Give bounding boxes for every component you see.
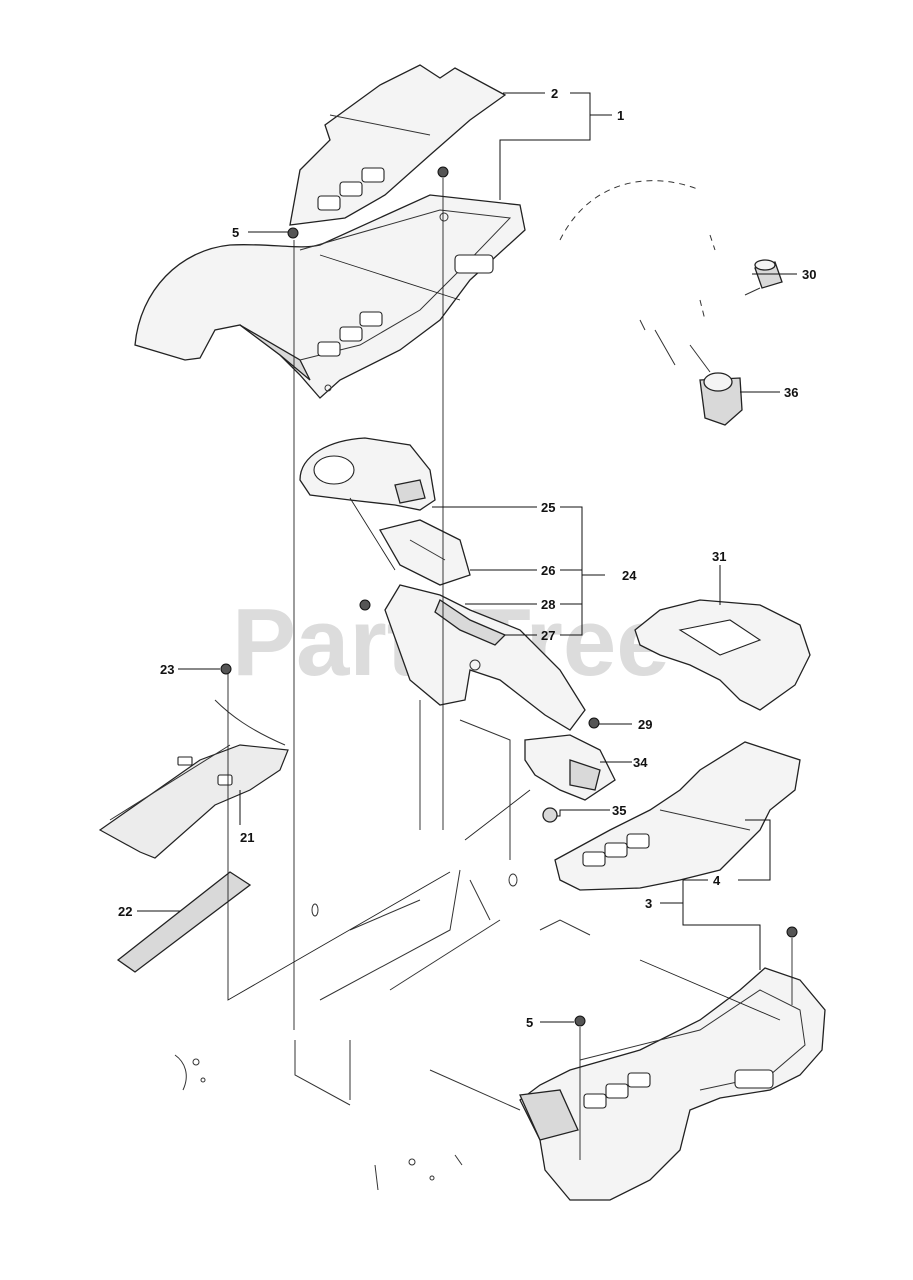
arc-outline xyxy=(559,180,716,366)
callout-35: 35 xyxy=(612,803,626,818)
callout-1: 1 xyxy=(617,108,624,123)
part-26-plate[interactable] xyxy=(379,519,471,586)
callout-36: 36 xyxy=(784,385,798,400)
screw-5-top[interactable] xyxy=(287,166,449,239)
part-1-top-fender[interactable] xyxy=(134,194,526,399)
callout-31: 31 xyxy=(712,549,726,564)
screw-5-bottom[interactable] xyxy=(574,926,798,1027)
leader-lines xyxy=(137,92,797,1023)
callout-30: 30 xyxy=(802,267,816,282)
part-25-console-top[interactable] xyxy=(299,437,436,571)
part-2-top-pad[interactable] xyxy=(289,64,507,226)
callout-labels: 2 1 5 30 36 25 31 26 24 28 27 23 29 34 3… xyxy=(118,86,816,1030)
part-31-cover[interactable] xyxy=(634,599,811,711)
part-27-console-body[interactable] xyxy=(359,584,586,830)
part-21-side-plate[interactable] xyxy=(98,699,289,859)
callout-22: 22 xyxy=(118,904,132,919)
callout-5-bottom: 5 xyxy=(526,1015,533,1030)
part-34-bracket[interactable] xyxy=(524,734,616,801)
callout-3: 3 xyxy=(645,896,652,911)
callout-23: 23 xyxy=(160,662,174,677)
callout-25: 25 xyxy=(541,500,555,515)
callout-27: 27 xyxy=(541,628,555,643)
callout-21: 21 xyxy=(240,830,254,845)
callout-2: 2 xyxy=(551,86,558,101)
callout-34: 34 xyxy=(633,755,648,770)
assembly-guides xyxy=(227,178,793,1160)
callout-5-top: 5 xyxy=(232,225,239,240)
part-22-strip[interactable] xyxy=(116,871,252,973)
part-36-knob[interactable] xyxy=(689,344,743,426)
callout-29: 29 xyxy=(638,717,652,732)
part-30-knob-cap[interactable] xyxy=(744,259,783,296)
callout-28: 28 xyxy=(541,597,555,612)
callout-24: 24 xyxy=(622,568,637,583)
screw-29[interactable] xyxy=(588,717,600,729)
screw-23[interactable] xyxy=(220,663,232,675)
callout-4: 4 xyxy=(713,873,721,888)
frame-outline xyxy=(174,719,591,1191)
part-4-bottom-pad[interactable] xyxy=(554,741,801,891)
part-3-bottom-fender[interactable] xyxy=(519,959,826,1201)
part-35-switch[interactable] xyxy=(542,807,558,823)
callout-26: 26 xyxy=(541,563,555,578)
